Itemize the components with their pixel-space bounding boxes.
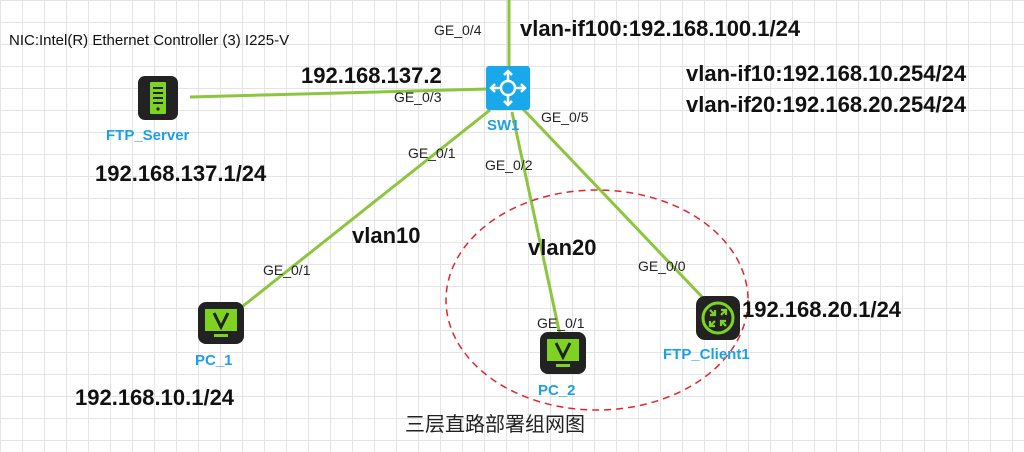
nic-label: NIC:Intel(R) Ethernet Controller (3) I22… (9, 32, 290, 49)
port-label-client: GE_0/0 (638, 258, 686, 274)
port-label-pc1: GE_0/1 (263, 262, 311, 278)
port-label-sw-client: GE_0/5 (541, 109, 589, 125)
pc1-ip: 192.168.10.1/24 (75, 385, 235, 410)
diagram-caption: 三层直路部署组网图 (405, 412, 585, 436)
router-icon[interactable] (696, 296, 740, 340)
vlan20-label: vlan20 (528, 235, 597, 260)
ftp-client-ip: 192.168.20.1/24 (742, 297, 902, 322)
node-name-pc2: PC_2 (538, 382, 576, 399)
port-label-pc2: GE_0/1 (537, 315, 585, 331)
vlan-if10-label: vlan-if10:192.168.10.254/24 (686, 61, 967, 86)
node-name-ftp-server: FTP_Server (106, 127, 190, 144)
port-label-sw-server: GE_0/3 (394, 89, 442, 105)
port-label-sw-pc1: GE_0/1 (408, 145, 456, 161)
link-sw1-pc1 (237, 108, 491, 312)
vlan-if100-label: vlan-if100:192.168.100.1/24 (520, 16, 801, 41)
monitor-icon[interactable] (198, 302, 244, 344)
node-name-ftp-client: FTP_Client1 (663, 346, 750, 363)
monitor-icon[interactable] (540, 332, 586, 374)
link-sw1-ftp-client (520, 106, 707, 302)
ftp-server-ip: 192.168.137.1/24 (95, 161, 267, 186)
switch-icon[interactable] (486, 66, 530, 110)
port-label-uplink: GE_0/4 (434, 22, 482, 38)
vlan-if20-label: vlan-if20:192.168.20.254/24 (686, 92, 967, 117)
server-link-ip: 192.168.137.2 (301, 63, 442, 88)
link-sw1-ftp-server (189, 87, 488, 99)
vlan20-region (445, 189, 749, 411)
vlan10-label: vlan10 (352, 223, 421, 248)
node-name-sw1: SW1 (487, 117, 520, 134)
port-label-sw-pc2: GE_0/2 (485, 157, 533, 173)
server-icon[interactable] (138, 76, 178, 120)
link-sw1-pc2 (510, 111, 562, 336)
node-name-pc1: PC_1 (195, 352, 233, 369)
